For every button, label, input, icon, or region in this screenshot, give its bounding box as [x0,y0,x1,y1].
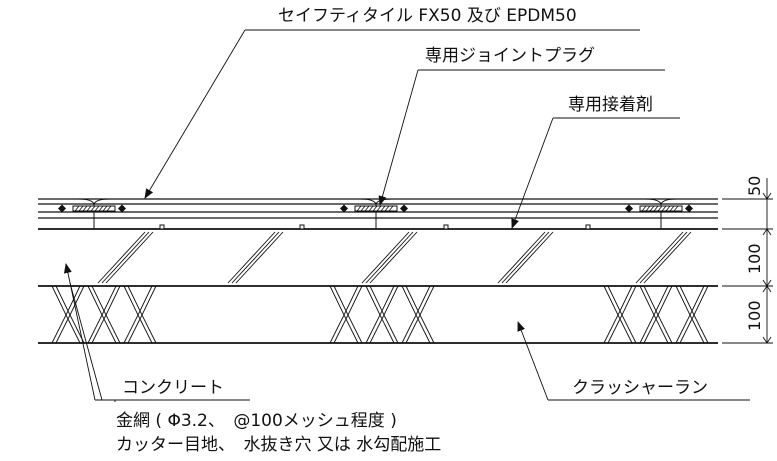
leader-lines [63,29,750,402]
tile-edges [77,198,678,205]
dim-concrete-thickness: 100 [745,243,764,274]
layer-lines [38,198,718,344]
adhesive-bumps [159,224,591,230]
joint-label: カッター目地、 水抜き穴 又は 水勾配施工 [116,435,441,455]
joint-plug-center [340,204,408,213]
crusher-run-hatch [51,285,709,344]
mesh-label: 金網 ( Φ3.2、 @100メッシュ程度 ) [116,411,397,431]
joint-plug-left [58,204,126,213]
adhesive-label: 専用接着剤 [568,95,653,115]
dim-tile-thickness: 50 [745,176,764,196]
concrete-label: コンクリート [122,378,224,398]
joint-plug-label: 専用ジョイントプラグ [425,46,595,66]
concrete-hatch [97,231,692,284]
tile-label: セイフティタイル FX50 及び EPDM50 [278,6,577,26]
crusher-run-label: クラッシャーラン [572,378,708,398]
joint-plug-right [625,204,693,213]
dim-crusher-thickness: 100 [745,300,764,331]
dimension-lines [722,178,773,344]
